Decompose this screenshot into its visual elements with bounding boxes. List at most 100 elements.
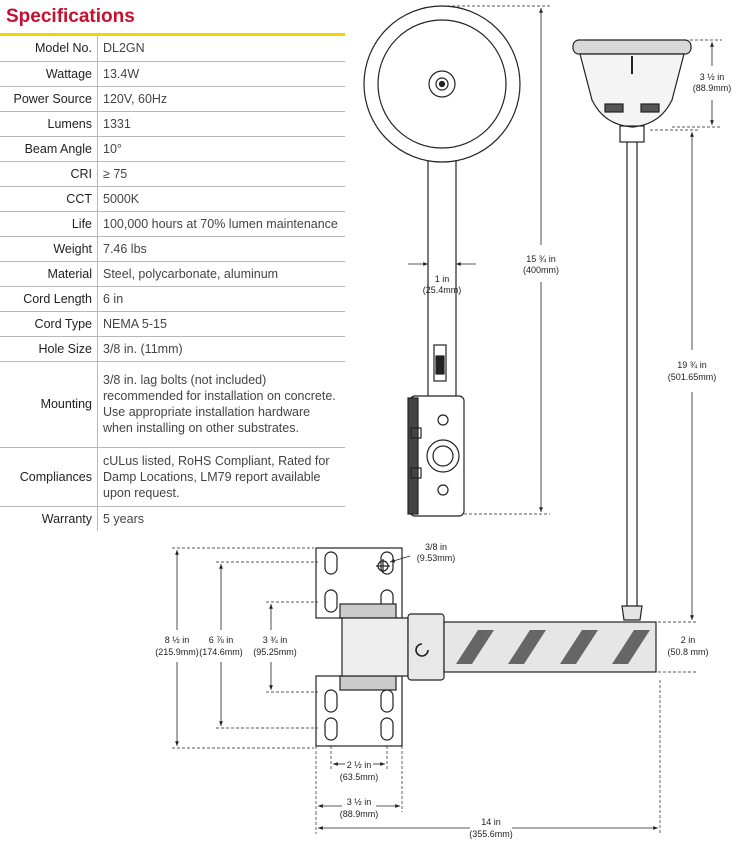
spec-label: Lumens (0, 111, 98, 137)
dim-pole-length-mm: (501.65mm) (668, 372, 717, 382)
dim-arm-width-mm: (25.4mm) (423, 285, 462, 295)
dim-arm-height-in: 2 in (681, 635, 696, 645)
spec-label: Mounting (0, 361, 98, 448)
spec-label: Wattage (0, 61, 98, 87)
slot-bottom-right (380, 689, 394, 713)
spec-label: Compliances (0, 447, 98, 507)
spec-label: Material (0, 261, 98, 287)
light-bar-stripes (456, 630, 650, 664)
slot-low-right (380, 717, 394, 741)
spec-value: 13.4W (97, 61, 345, 87)
dim-overall-height: 15 ¾ in (400mm) (442, 5, 559, 515)
bracket-hinge-top (339, 603, 397, 619)
dim-bracket-height: 8 ½ in (215.9mm) (155, 547, 314, 749)
spec-label: Beam Angle (0, 136, 98, 162)
dim-hole-mm: (9.53mm) (417, 553, 456, 563)
dim-pole-length: 19 ¾ in (501.65mm) (650, 129, 717, 620)
hinge-wall-plate (407, 397, 419, 515)
lens-ring (428, 70, 456, 98)
spec-value: Steel, polycarbonate, aluminum (97, 261, 345, 287)
spec-value: 5000K (97, 186, 345, 212)
spec-value: 3/8 in. lag bolts (not included) recomme… (97, 361, 345, 448)
head-cap (572, 39, 692, 55)
dim-hole-span-width-in: 2 ½ in (347, 760, 372, 770)
spec-label: Warranty (0, 506, 98, 531)
title-underline (0, 33, 345, 36)
arm-base (341, 617, 409, 677)
side-view (572, 39, 692, 621)
lens-center (435, 77, 449, 91)
spec-value: 3/8 in. (11mm) (97, 336, 345, 362)
spec-value: NEMA 5-15 (97, 311, 345, 337)
spec-value: 1331 (97, 111, 345, 137)
hinge-tab-top (410, 427, 422, 439)
slot-top-right (380, 551, 394, 575)
slot-mid-left (324, 589, 338, 613)
hinge-knob-inner (432, 445, 454, 467)
dim-hole-span-outer: 6 ⅞ in (174.6mm) (199, 561, 318, 729)
dim-hole-span-inner: 3 ¾ in (95.25mm) (253, 601, 318, 693)
spec-value: 10° (97, 136, 345, 162)
bottom-view (315, 547, 657, 747)
spec-label: CCT (0, 186, 98, 212)
slot-top-left (324, 551, 338, 575)
arm-hub (407, 613, 445, 681)
dim-bracket-width-in: 3 ½ in (347, 797, 372, 807)
dim-pole-length-in: 19 ¾ in (677, 360, 707, 370)
spec-value: 5 years (103, 511, 144, 526)
dim-hole-span-width-mm: (63.5mm) (340, 772, 379, 782)
dim-overall-length-mm: (355.6mm) (469, 829, 513, 839)
spec-label: Weight (0, 236, 98, 262)
spec-value: cULus listed, RoHS Compliant, Rated for … (97, 447, 345, 507)
spec-label: Power Source (0, 86, 98, 112)
dim-hole-span-inner-mm: (95.25mm) (253, 647, 297, 657)
dim-head-height: 3 ½ in (88.9mm) (672, 39, 731, 128)
dim-bracket-height-mm: (215.9mm) (155, 647, 199, 657)
switch-outline (433, 344, 447, 382)
spec-label: Life (0, 211, 98, 237)
dim-arm-height-mm: (50.8 mm) (667, 647, 708, 657)
spec-label: CRI (0, 161, 98, 187)
spec-row: CRI≥ 75 (0, 161, 345, 187)
head-vent-left (604, 103, 624, 113)
spec-value: ≥ 75 (97, 161, 345, 187)
spec-value: 7.46 lbs (97, 236, 345, 262)
hinge-tab-bottom (410, 467, 422, 479)
spec-label: Cord Type (0, 311, 98, 337)
pole-joint (621, 605, 643, 621)
slot-low-left (324, 717, 338, 741)
spec-label: Hole Size (0, 336, 98, 362)
spec-row: Model No.DL2GN (0, 36, 345, 62)
hinge-screw-top (437, 414, 449, 426)
front-view (363, 5, 521, 517)
dim-hole: 3/8 in (9.53mm) (389, 542, 456, 563)
dim-hole-span-outer-in: 6 ⅞ in (209, 635, 234, 645)
dim-bracket-height-in: 8 ½ in (165, 635, 190, 645)
head-vent-right (640, 103, 660, 113)
spec-label: Model No. (0, 36, 98, 62)
dim-head-height-in: 3 ½ in (700, 72, 725, 82)
spec-row: Warranty 5 years (0, 506, 345, 531)
dim-overall-height-in: 15 ¾ in (526, 254, 556, 264)
spec-value: DL2GN (97, 36, 345, 62)
dim-bracket-width: 3 ½ in (88.9mm) (315, 746, 403, 819)
lamp-head-inner (377, 19, 507, 149)
page-title: Specifications (6, 6, 135, 27)
dim-hole-in: 3/8 in (425, 542, 447, 552)
spec-value: 6 in (97, 286, 345, 312)
dim-hole-span-outer-mm: (174.6mm) (199, 647, 243, 657)
